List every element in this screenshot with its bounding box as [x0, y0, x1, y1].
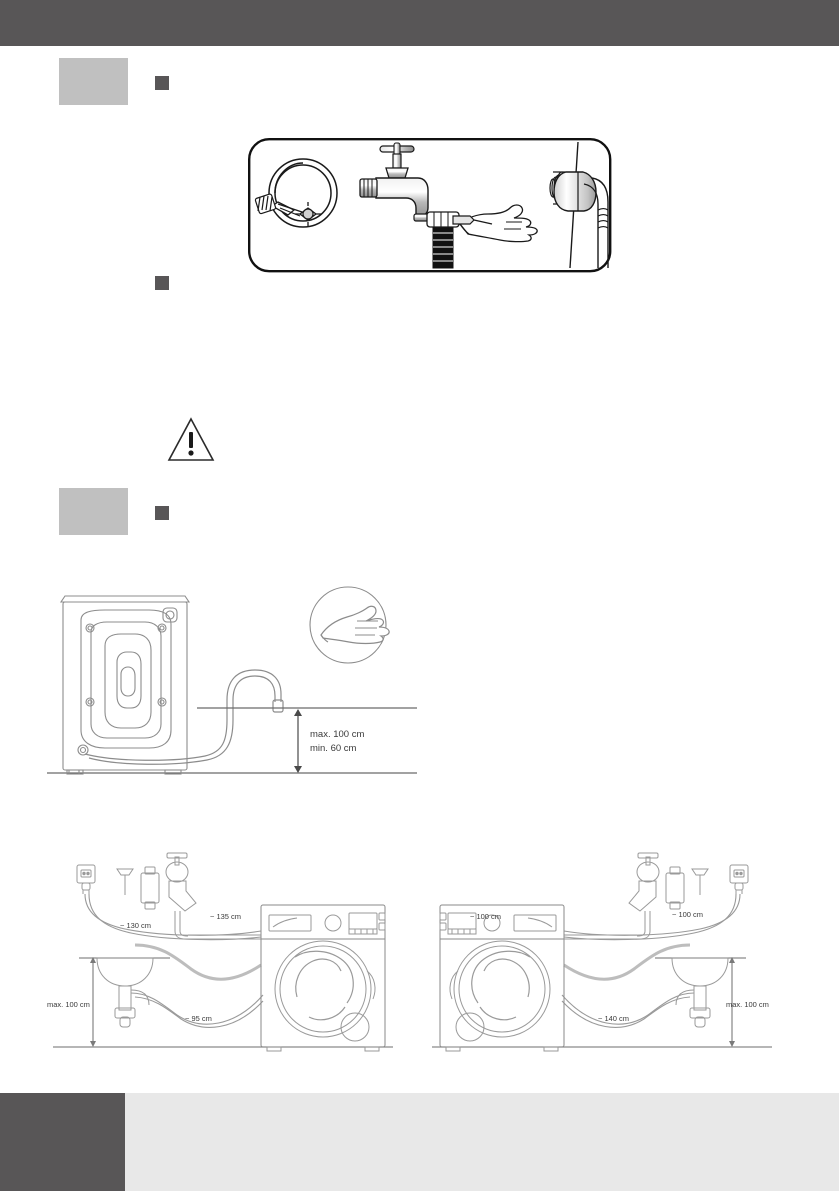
height-dimension-arrow [294, 709, 302, 773]
wash-basin-with-trap [79, 957, 170, 1028]
footer-dark-band [0, 1093, 125, 1191]
wash-basin-with-trap [655, 957, 746, 1028]
drain-hose [130, 992, 264, 1028]
hand-attaching-hose-connector [426, 204, 538, 269]
rear-panel-screws [85, 623, 167, 707]
footer-light-band [0, 1093, 839, 1191]
hand-warning-badge [309, 586, 390, 664]
height-dimension-arrow [729, 957, 735, 1047]
hose-connector-on-machine-inlet [553, 141, 609, 269]
page-header-band [0, 0, 839, 46]
drain-hose-height-figure: max. 100 cm min. 60 cm [45, 580, 420, 785]
section-2-bullet-1 [155, 506, 169, 520]
water-inlet-hose-connection-figure [248, 138, 612, 273]
cold-water-pin-fitting [691, 868, 709, 895]
drain-standpipe-fitting [140, 866, 160, 910]
drain-height-max-label: max. 100 cm [310, 729, 364, 740]
wall-tap-faucet [359, 142, 429, 222]
installation-layout-machine-right: ~ 130 cm ~ 135 cm ~ 95 cm max. 100 cm [45, 845, 395, 1060]
inlet-hose-length-label: ~ 135 cm [210, 912, 241, 921]
height-dimension-arrow [90, 957, 96, 1047]
inlet-hose-length-label: ~ 100 cm [470, 912, 501, 921]
coiled-inlet-hose-with-connectors [254, 158, 338, 228]
cold-water-pin-fitting [116, 868, 134, 895]
inlet-hose [564, 934, 639, 940]
drain-height-min-label: min. 60 cm [310, 743, 357, 754]
wall-socket-with-plug [729, 864, 749, 894]
drain-hose-length-label: ~ 140 cm [598, 1014, 629, 1023]
drain-hose-shadow [134, 943, 262, 981]
drain-hose-length-label: ~ 95 cm [185, 1014, 212, 1023]
section-1-bullet-2 [155, 276, 169, 290]
page-footer [0, 1093, 839, 1191]
washing-machine-rear-view [59, 595, 191, 775]
drain-standpipe-fitting [665, 866, 685, 910]
water-tap-valve [628, 852, 660, 940]
power-cable-length-label: ~ 130 cm [120, 921, 151, 930]
section-1-heading-placeholder [59, 58, 128, 105]
drain-hose-end [272, 699, 284, 713]
washing-machine-front-view [260, 904, 386, 1052]
max-height-label: max. 100 cm [726, 1000, 769, 1009]
section-1-bullet-1 [155, 76, 169, 90]
washing-machine-front-view [439, 904, 565, 1052]
drain-hose [84, 669, 284, 765]
warning-triangle-icon [166, 415, 216, 465]
installation-layout-machine-left: ~ 100 cm ~ 100 cm ~ 140 cm max. 100 cm [430, 845, 780, 1060]
wall-socket-with-plug [76, 864, 96, 894]
max-height-label: max. 100 cm [47, 1000, 90, 1009]
drain-hose-shadow [563, 943, 691, 981]
drain-hose [561, 992, 695, 1028]
power-cable-length-label: ~ 100 cm [672, 910, 703, 919]
water-tap-valve [165, 852, 197, 940]
inlet-hose [186, 934, 261, 940]
section-2-heading-placeholder [59, 488, 128, 535]
